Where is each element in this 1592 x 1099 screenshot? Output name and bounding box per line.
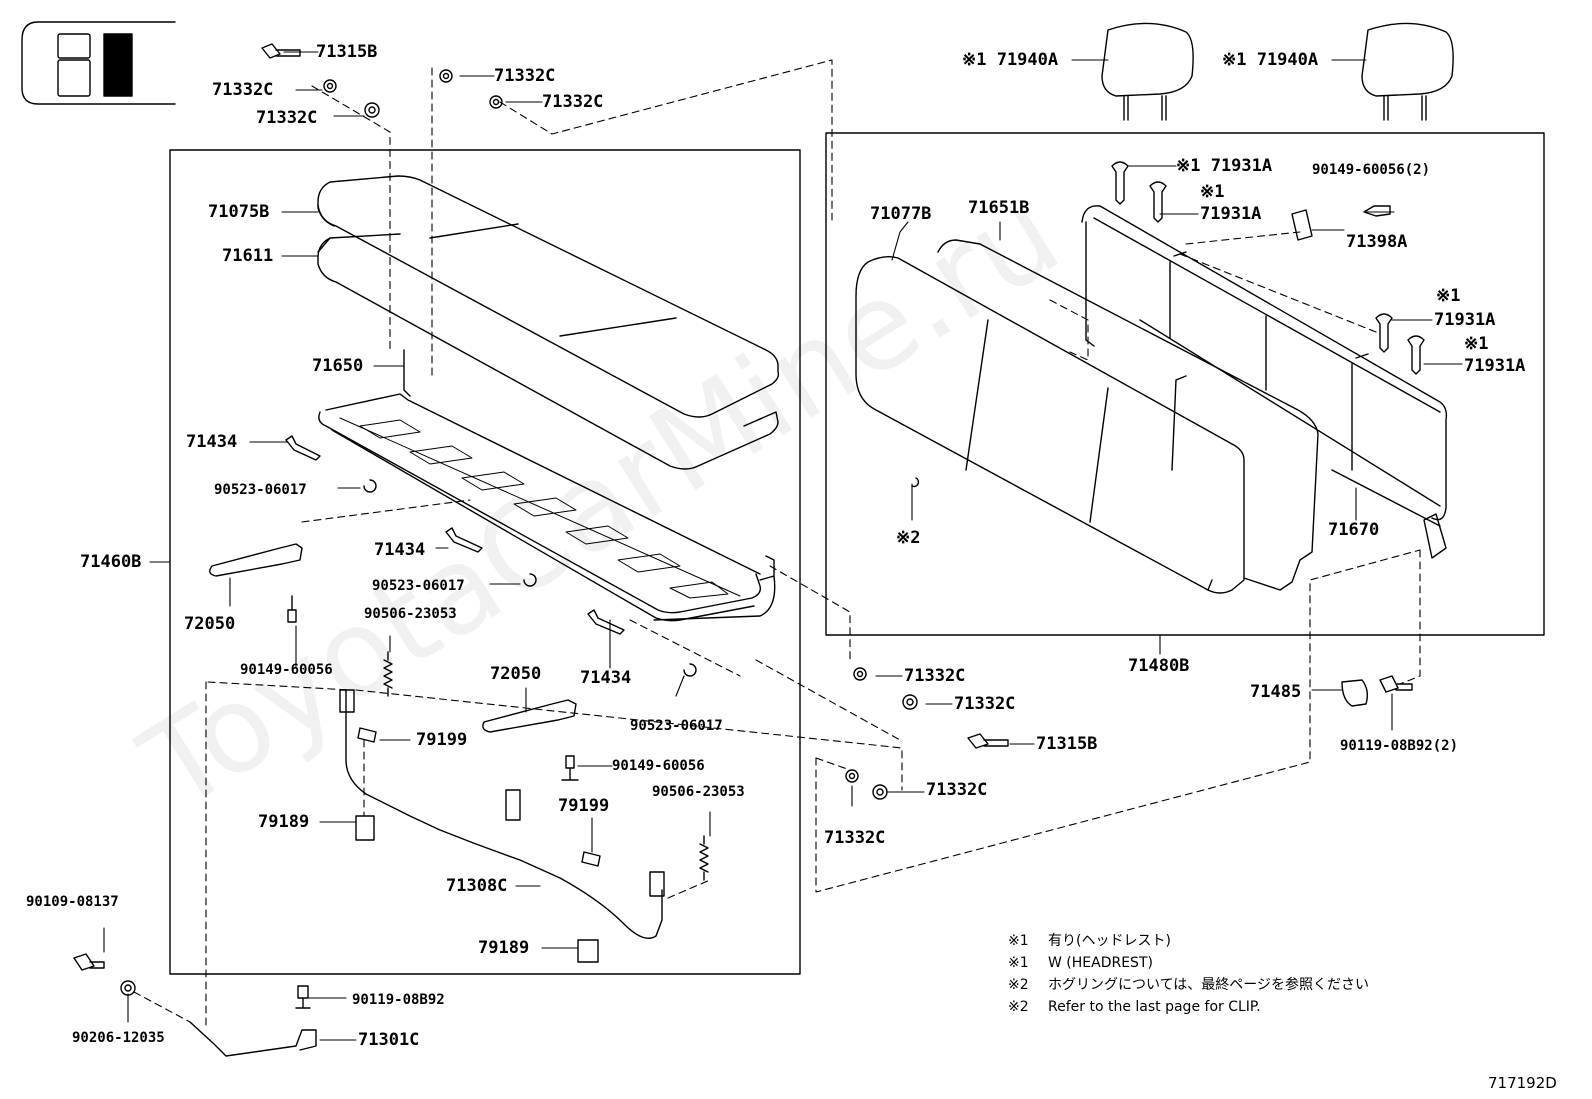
callout-71480B: 71480B: [1128, 656, 1190, 676]
callout-71931A-b: 71931A: [1200, 204, 1262, 224]
note-3-mark: ※2: [1008, 977, 1029, 993]
note-1: ※1 有り(ヘッドレスト): [1008, 930, 1369, 952]
callout-90109-08137: 90109-08137: [26, 894, 119, 910]
callout-note2-mark: ※2: [896, 528, 921, 548]
bracket-72050-left: [209, 543, 303, 577]
cushion-cover-drawing: [317, 175, 780, 418]
headrest-drawings: [1101, 22, 1454, 121]
callout-71332C-d: 71332C: [542, 92, 604, 112]
vehicle-locator-icon: [21, 21, 176, 105]
callout-71398A: 71398A: [1346, 232, 1408, 252]
callout-72050-b: 72050: [490, 664, 542, 684]
callout-71670: 71670: [1328, 520, 1380, 540]
callout-71485: 71485: [1250, 682, 1302, 702]
callout-90523-06017-c: 90523-06017: [630, 718, 723, 734]
callout-71434-b: 71434: [374, 540, 426, 560]
clip-drawings: [363, 479, 697, 677]
bracket-71301C-drawing: [189, 1021, 317, 1057]
callout-71931A-b-mark: ※1: [1200, 182, 1225, 202]
bolt-71315B-drawings: [73, 43, 1413, 1009]
callout-79189-a: 79189: [258, 812, 310, 832]
note-2-text: W (HEADREST): [1048, 955, 1153, 971]
bracket-72050-right: [482, 699, 577, 733]
callout-71460B: 71460B: [80, 552, 142, 572]
callout-71077B: 71077B: [870, 204, 932, 224]
callout-71332C-b: 71332C: [256, 108, 318, 128]
callout-90523-06017-a: 90523-06017: [214, 482, 307, 498]
callout-90149-60056-a: 90149-60056: [240, 662, 333, 678]
bolt-71434-drawings: [285, 435, 625, 635]
note-4-text: Refer to the last page for CLIP.: [1048, 999, 1261, 1015]
callout-90506-23053-b: 90506-23053: [652, 784, 745, 800]
callout-79189-b: 79189: [478, 938, 530, 958]
callout-71434-c: 71434: [580, 668, 632, 688]
note-4-mark: ※2: [1008, 999, 1029, 1015]
callout-90119-08B92-b: 90119-08B92(2): [1340, 738, 1459, 754]
callout-71940A-a: ※1 71940A: [962, 50, 1059, 70]
callout-71931A-d: 71931A: [1464, 356, 1526, 376]
note-3-text: ホグリングについては、最終ページを参照ください: [1048, 977, 1370, 993]
callout-71940A-b: ※1 71940A: [1222, 50, 1319, 70]
cushion-pad-drawing: [317, 233, 779, 470]
callout-90149-60056-b: 90149-60056: [612, 758, 705, 774]
callout-71611: 71611: [222, 246, 274, 266]
callout-72050-a: 72050: [184, 614, 236, 634]
callout-71332C-g: 71332C: [926, 780, 988, 800]
callout-90506-23053-a: 90506-23053: [364, 606, 457, 622]
callout-90523-06017-b: 90523-06017: [372, 578, 465, 594]
callout-90149-60056-c: 90149-60056(2): [1312, 162, 1431, 178]
callout-71931A-c: 71931A: [1434, 310, 1496, 330]
fastener-drawings: [287, 595, 709, 881]
note-2-mark: ※1: [1008, 955, 1029, 971]
note-4: ※2 Refer to the last page for CLIP.: [1008, 996, 1369, 1018]
callout-90119-08B92-a: 90119-08B92: [352, 992, 445, 1008]
note-1-text: 有り(ヘッドレスト): [1048, 933, 1171, 949]
dashed-lines: [133, 59, 1421, 1031]
callout-71332C-a: 71332C: [212, 80, 274, 100]
callout-71332C-c: 71332C: [494, 66, 556, 86]
callout-71434-a: 71434: [186, 432, 238, 452]
seat-back-frame: [825, 132, 1545, 636]
callout-71308C: 71308C: [446, 876, 508, 896]
wire-71308C-drawing: [339, 689, 665, 963]
callout-71301C: 71301C: [358, 1030, 420, 1050]
note-1-mark: ※1: [1008, 933, 1029, 949]
leader-lines: [103, 51, 1463, 1041]
callout-71332C-e: 71332C: [904, 666, 966, 686]
seatback-board-drawing: [937, 239, 1319, 591]
note-3: ※2 ホグリングについては、最終ページを参照ください: [1008, 974, 1369, 996]
note-2: ※1 W (HEADREST): [1008, 952, 1369, 974]
callout-79199-b: 79199: [558, 796, 610, 816]
callout-71075B: 71075B: [208, 202, 270, 222]
callout-71931A-c-mark: ※1: [1436, 286, 1461, 306]
callout-79199-a: 79199: [416, 730, 468, 750]
callout-71931A-a: ※1 71931A: [1176, 156, 1273, 176]
cushion-pan-drawing: [318, 349, 776, 622]
callout-71332C-f: 71332C: [954, 694, 1016, 714]
callout-71315B-top: 71315B: [316, 42, 378, 62]
callout-71931A-d-mark: ※1: [1464, 334, 1489, 354]
seatback-pad-drawing: [855, 255, 1245, 594]
seatback-hardware-drawings: [1111, 161, 1425, 707]
callout-71315B-b: 71315B: [1036, 734, 1098, 754]
callout-71651B: 71651B: [968, 198, 1030, 218]
diagram-id: 717192D: [1488, 1074, 1557, 1092]
notes-block: ※1 有り(ヘッドレスト) ※1 W (HEADREST) ※2 ホグリングについては…: [1008, 930, 1369, 1018]
washer-drawings: [120, 69, 918, 996]
seatback-frame-drawing: [1081, 205, 1448, 559]
callout-90206-12035: 90206-12035: [72, 1030, 165, 1046]
seat-cushion-frame: [169, 149, 801, 975]
callout-71332C-h: 71332C: [824, 828, 886, 848]
callout-71650: 71650: [312, 356, 364, 376]
